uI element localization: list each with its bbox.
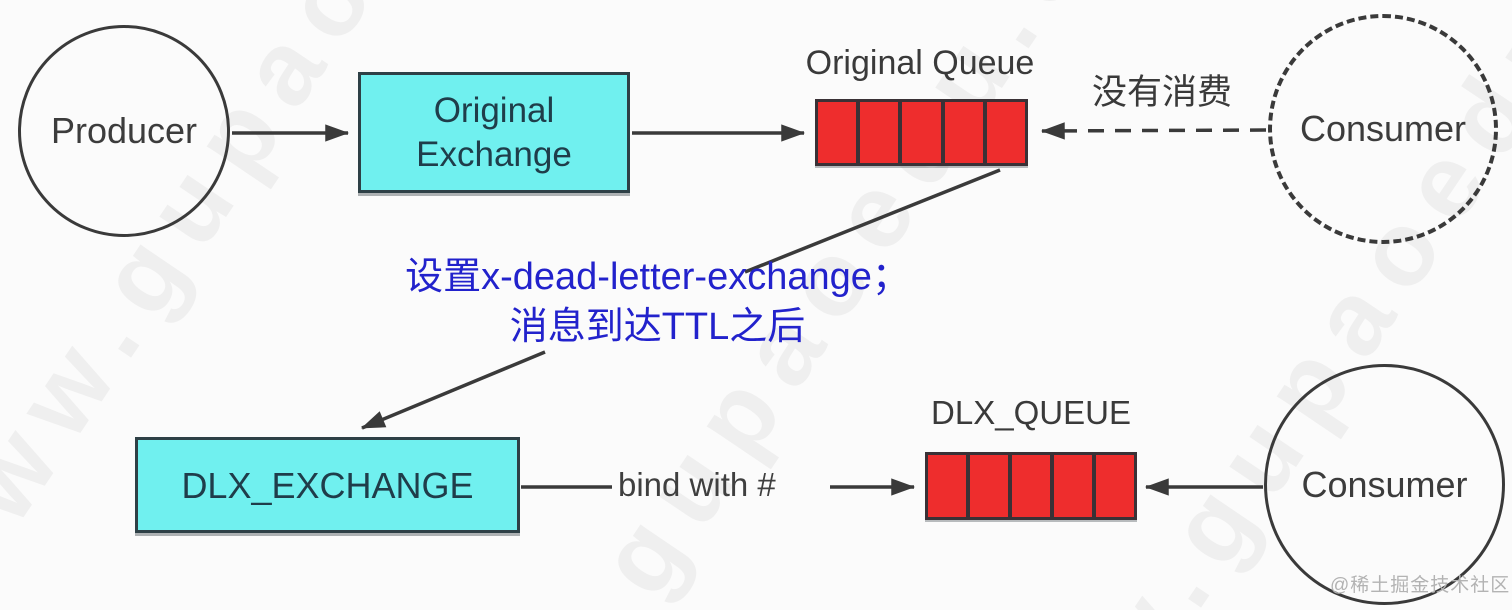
queue-cell (1012, 455, 1054, 517)
queue-cell (902, 102, 945, 163)
dlx-queue-node (925, 452, 1137, 520)
original-queue-label: Original Queue (805, 44, 1035, 82)
original-exchange-label-line2: Exchange (416, 134, 572, 174)
queue-cell (944, 102, 987, 163)
queue-cell (1054, 455, 1096, 517)
bind-with-label: bind with # (618, 466, 776, 503)
dead-letter-annotation: 设置x-dead-letter-exchange； 消息到达TTL之后 (375, 252, 940, 352)
dlx-queue-label: DLX_QUEUE (931, 394, 1131, 431)
arrow-annotation-to-dlx-exchange (360, 350, 546, 430)
consumer-top-label: Consumer (1299, 108, 1467, 149)
no-consume-label: 没有消费 (1092, 73, 1233, 112)
consumer-top-node: Consumer (1268, 14, 1498, 244)
queue-cell (818, 102, 861, 163)
queue-cell (928, 455, 970, 517)
consumer-bottom-label: Consumer (1301, 463, 1468, 505)
queue-cell (860, 102, 903, 163)
queue-cell (986, 102, 1026, 163)
original-exchange-node: Original Exchange (358, 72, 630, 193)
credit-watermark: @稀土掘金技术社区 (1330, 575, 1511, 596)
dlx-exchange-node: DLX_EXCHANGE (135, 437, 520, 533)
original-exchange-label-line1: Original (433, 90, 555, 130)
annotation-line1: 设置x-dead-letter-exchange； (405, 256, 910, 298)
dlx-exchange-label: DLX_EXCHANGE (181, 464, 474, 506)
consumer-bottom-node: Consumer (1264, 364, 1505, 605)
producer-label: Producer (50, 110, 198, 151)
dashed-arrow-consumer-to-original-queue (1040, 122, 1267, 140)
line-original-queue-to-annotation (744, 168, 1001, 274)
queue-cell (970, 455, 1012, 517)
original-queue-node (815, 99, 1028, 166)
annotation-line2: 消息到达TTL之后 (509, 306, 806, 348)
queue-cell (1096, 455, 1134, 517)
producer-node: Producer (18, 25, 230, 237)
